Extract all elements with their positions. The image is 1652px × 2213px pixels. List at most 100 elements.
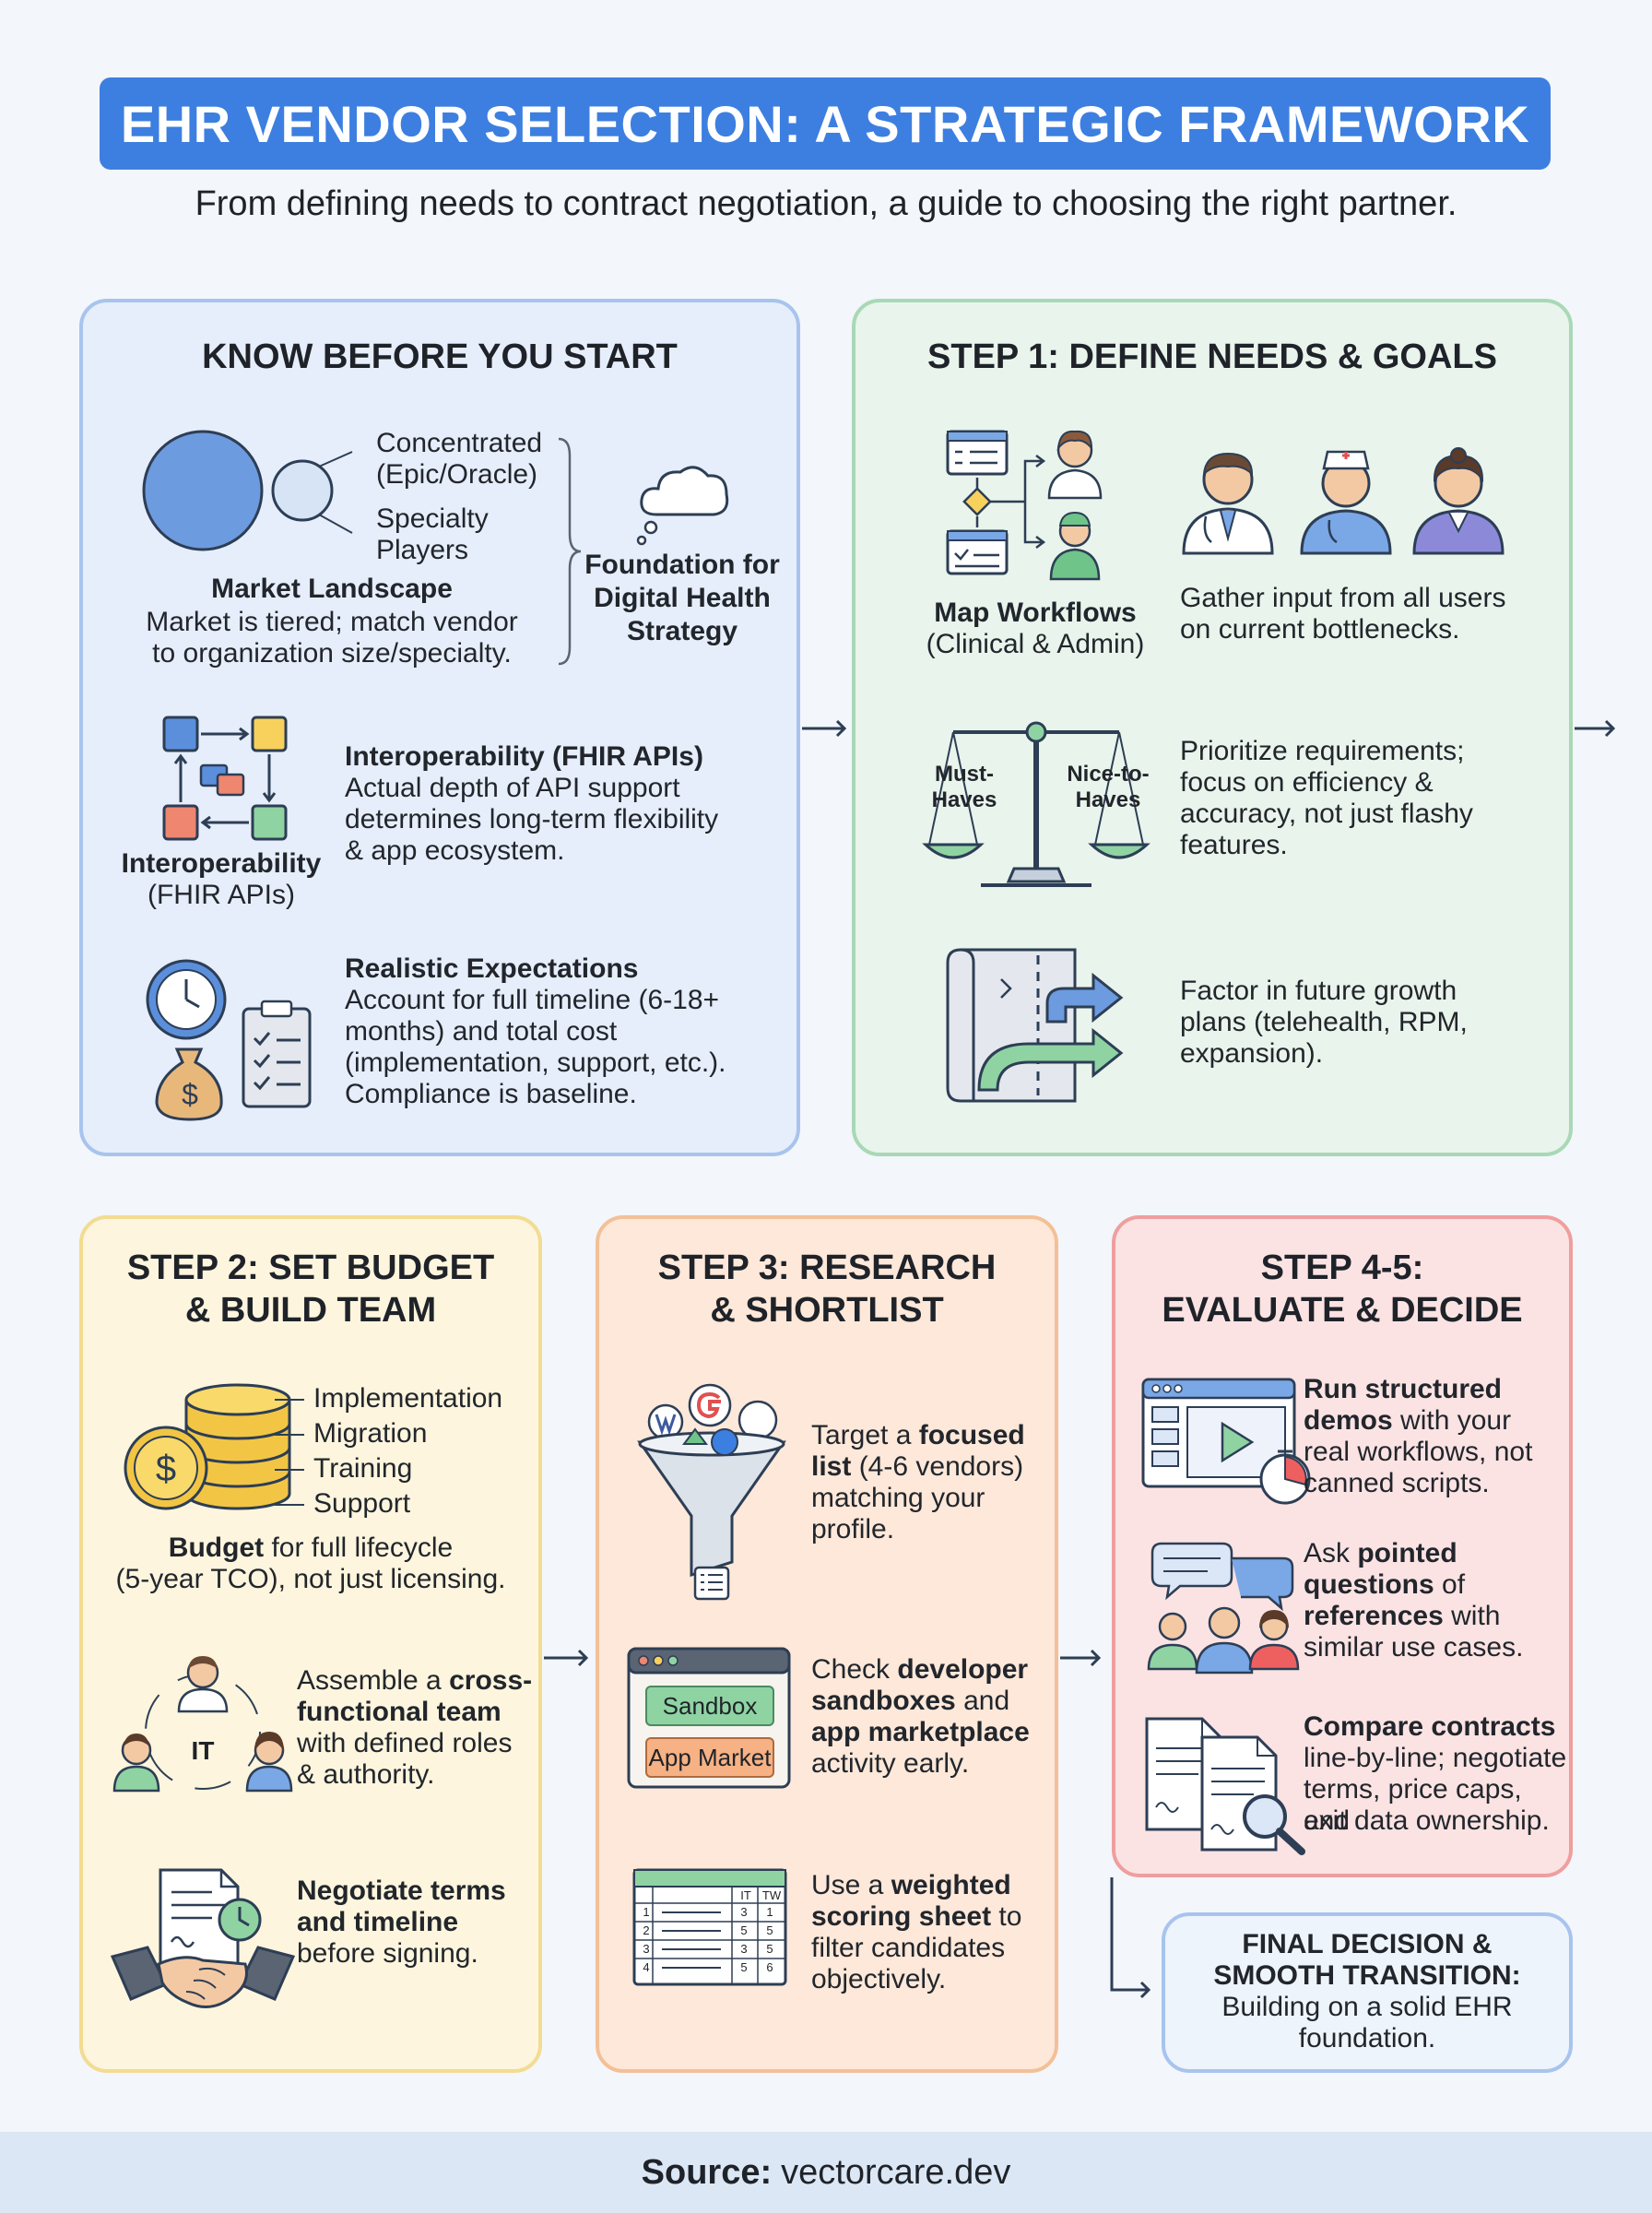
demo-text-4: canned scripts.: [1304, 1468, 1490, 1498]
panel-step-2: STEP 2: SET BUDGET & BUILD TEAM $ Implem…: [79, 1215, 542, 2073]
check-text-3: app marketplace: [811, 1717, 1030, 1747]
nice-to-haves-1: Nice-to-: [1067, 762, 1150, 787]
use-text-4: objectively.: [811, 1964, 947, 1994]
page-title: EHR VENDOR SELECTION: A STRATEGIC FRAMEW…: [100, 77, 1551, 170]
target-text-2: list (4-6 vendors): [811, 1451, 1024, 1482]
must-haves-1: Must-: [935, 762, 994, 787]
sheet-col-it: IT: [740, 1888, 751, 1902]
scoring-sheet-icon: [632, 1868, 787, 1986]
market-tier2: Specialty: [376, 503, 489, 534]
realistic-heading: Realistic Expectations: [345, 953, 639, 984]
balance-scale-icon: [922, 721, 1150, 887]
sheet-cell: 2: [643, 1923, 650, 1937]
compare-text-4: exit data ownership.: [1304, 1805, 1550, 1836]
connector-arrow-icon: [1110, 1877, 1151, 1999]
sheet-cell: 1: [766, 1905, 773, 1919]
sheet-cell: 5: [766, 1942, 773, 1956]
sheet-cell: 5: [740, 1960, 748, 1974]
footer-label: Source:: [641, 2152, 773, 2192]
interop-line-2: determines long-term flexibility: [345, 804, 719, 834]
market-label: Market Landscape: [211, 574, 453, 604]
budget-text-1: Budget for full lifecycle: [168, 1533, 454, 1563]
team-text-4: & authority.: [297, 1759, 435, 1790]
coins-stack-icon: $: [124, 1383, 291, 1510]
realistic-line-2: months) and total cost: [345, 1016, 618, 1047]
sheet-cell: 3: [643, 1942, 650, 1956]
ask-text-1: Ask pointed: [1304, 1538, 1457, 1568]
must-haves-2: Haves: [931, 787, 997, 812]
ask-text-4: similar use cases.: [1304, 1632, 1524, 1663]
panel-title: STEP 1: DEFINE NEEDS & GOALS: [927, 337, 1497, 376]
demo-text-3: real workflows, not: [1304, 1437, 1533, 1467]
budget-text-2: (5-year TCO), not just licensing.: [115, 1564, 506, 1594]
arrow-right-icon: [1060, 1649, 1102, 1667]
ask-text-2: questions of: [1304, 1569, 1466, 1600]
target-text-1: Target a focused: [811, 1420, 1025, 1450]
interop-icon-label-2: (FHIR APIs): [147, 880, 295, 910]
negotiate-text-3: before signing.: [297, 1938, 478, 1969]
final-line-4: foundation.: [1298, 2023, 1436, 2053]
demo-text-2: demos with your: [1304, 1405, 1512, 1436]
svg-text:$: $: [156, 1449, 176, 1489]
panel-title-2: & BUILD TEAM: [184, 1291, 437, 1330]
check-text-2: sandboxes and: [811, 1686, 1010, 1716]
arrow-right-icon: [802, 719, 847, 738]
arrow-right-icon: [544, 1649, 589, 1667]
references-chat-icon: [1147, 1542, 1300, 1675]
clock-icon: [146, 959, 227, 1040]
compare-text-3: terms, price caps, and: [1304, 1774, 1522, 1836]
market-desc-1: Market is tiered; match vendor: [146, 607, 518, 637]
negotiate-text-2: and timeline: [297, 1907, 459, 1937]
foundation-line-3: Strategy: [626, 616, 738, 646]
realistic-line-4: Compliance is baseline.: [345, 1079, 637, 1109]
market-desc-2: to organization size/specialty.: [152, 638, 512, 669]
target-text-3: matching your: [811, 1483, 985, 1513]
compare-text-2: line-by-line; negotiate: [1304, 1743, 1567, 1773]
final-line-3: Building on a solid EHR: [1221, 1992, 1513, 2022]
footer-source: Source: vectorcare.dev: [0, 2132, 1652, 2213]
nurse-icon: [1300, 450, 1392, 555]
team-text-1: Assemble a cross-: [297, 1665, 533, 1696]
sandbox-button: Sandbox: [645, 1686, 774, 1726]
team-text-3: with defined roles: [297, 1728, 513, 1758]
workflow-diagram-icon: [946, 430, 1103, 581]
funnel-icon: [637, 1383, 786, 1601]
final-line-1: FINAL DECISION &: [1242, 1929, 1493, 1959]
sheet-col-tw: TW: [761, 1888, 782, 1902]
panel-title-2: & SHORTLIST: [710, 1291, 944, 1330]
foundation-line-1: Foundation for: [584, 550, 780, 580]
target-text-4: profile.: [811, 1514, 895, 1544]
page-subtitle: From defining needs to contract negotiat…: [195, 184, 1457, 223]
workflows-label-1: Map Workflows: [934, 598, 1137, 628]
admin-user-icon: [1412, 447, 1504, 555]
panel-title-1: STEP 2: SET BUDGET: [126, 1249, 495, 1287]
contract-compare-icon: [1145, 1717, 1305, 1855]
interop-icon-label-1: Interoperability: [121, 848, 322, 879]
arrow-right-icon: [1575, 719, 1616, 738]
ask-text-3: references with: [1304, 1601, 1501, 1631]
sheet-cell: 3: [740, 1905, 748, 1919]
budget-item-support: Support: [313, 1488, 411, 1519]
svg-text:IT: IT: [192, 1736, 215, 1765]
team-text-2: functional team: [297, 1697, 502, 1727]
panel-title-2: EVALUATE & DECIDE: [1162, 1291, 1523, 1330]
clipboard-icon: [242, 1000, 312, 1108]
footer-link[interactable]: vectorcare.dev: [781, 2152, 1011, 2192]
panel-title-1: STEP 4-5:: [1260, 1249, 1424, 1287]
gather-line-1: Gather input from all users: [1180, 583, 1506, 613]
market-tier1: Concentrated: [376, 428, 543, 458]
sheet-cell: 1: [643, 1905, 650, 1919]
budget-item-training: Training: [313, 1453, 413, 1484]
interop-heading: Interoperability (FHIR APIs): [345, 741, 703, 772]
market-tier2b: Players: [376, 535, 469, 565]
budget-item-migration: Migration: [313, 1418, 428, 1449]
prioritize-line-1: Prioritize requirements;: [1180, 736, 1465, 766]
money-bag-icon: $: [155, 1047, 223, 1121]
market-circles-icon: [142, 430, 353, 551]
svg-text:$: $: [182, 1078, 198, 1111]
sheet-cell: 4: [643, 1960, 650, 1974]
cloud-icon: [636, 466, 729, 546]
growth-line-2: plans (telehealth, RPM,: [1180, 1007, 1468, 1037]
realistic-line-3: (implementation, support, etc.).: [345, 1047, 726, 1078]
brace-icon: [558, 437, 582, 666]
